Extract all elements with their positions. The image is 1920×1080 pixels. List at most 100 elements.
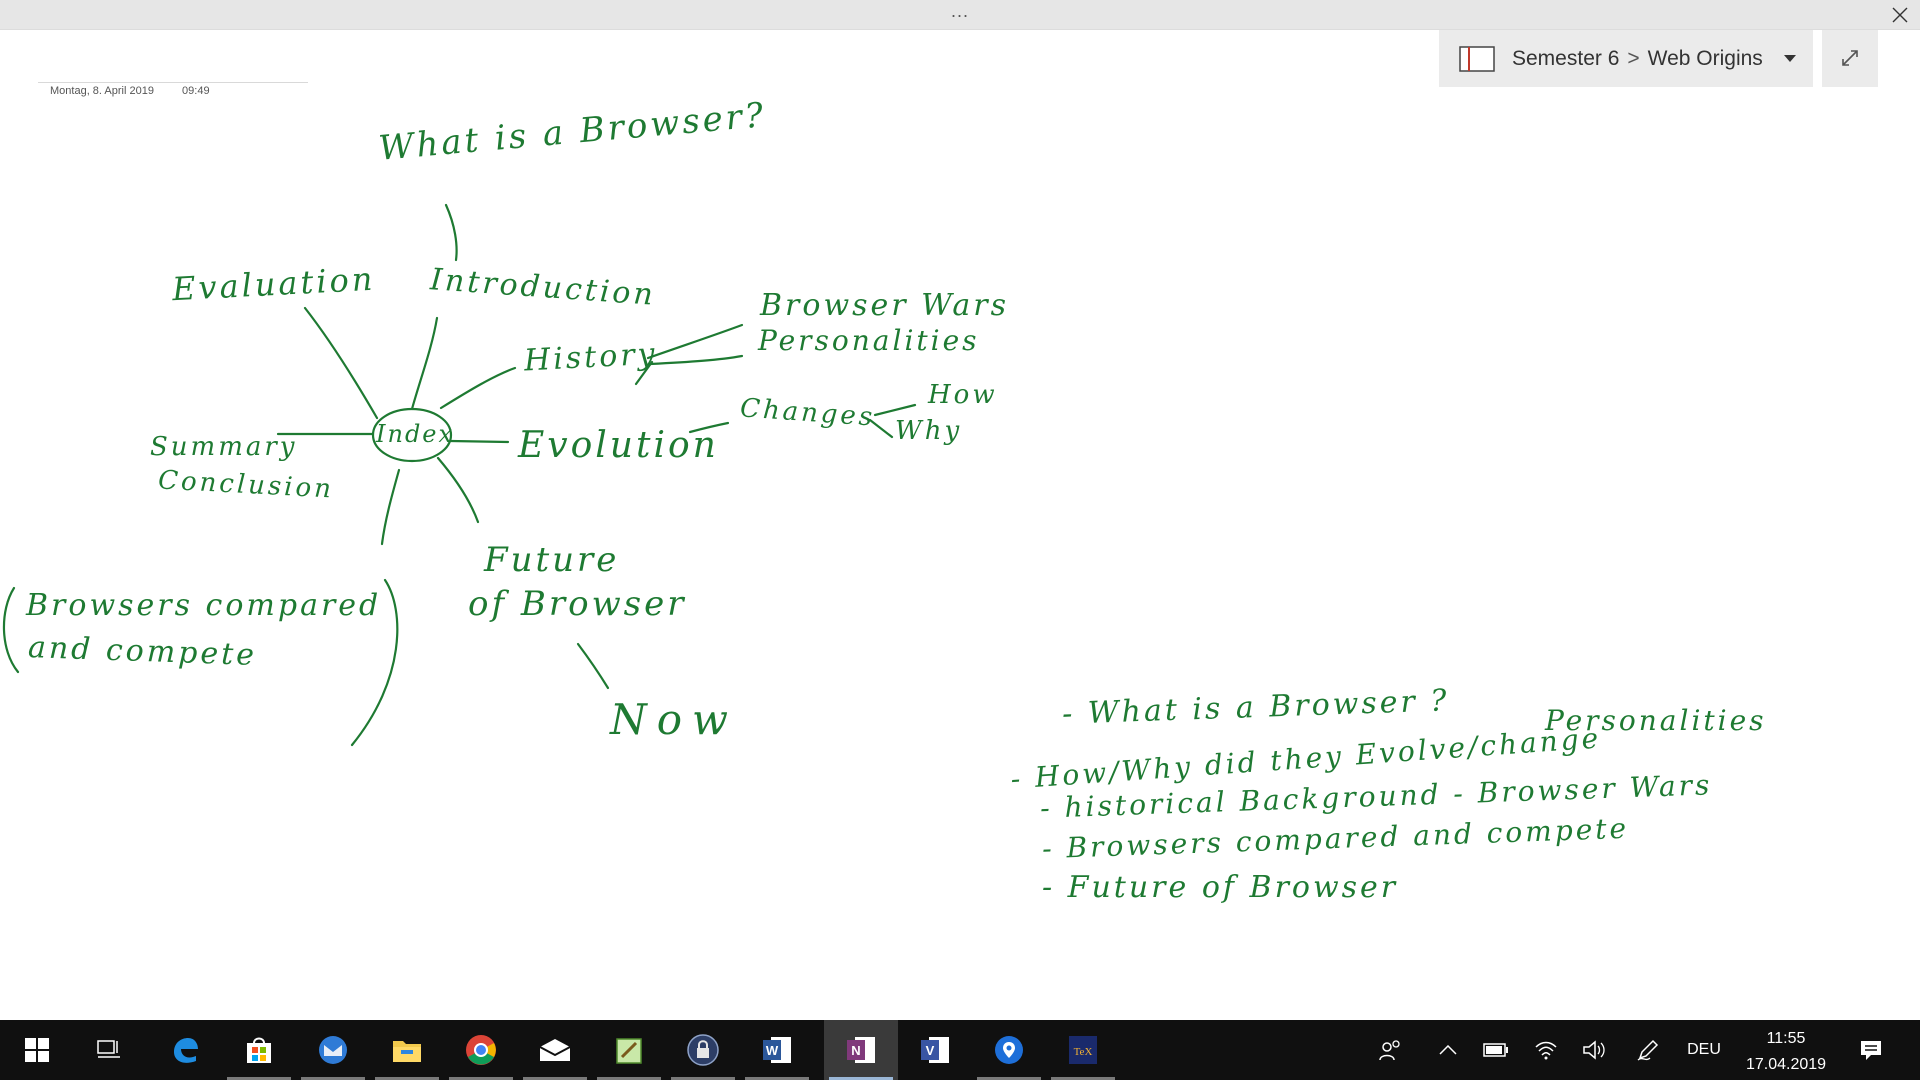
mail-icon xyxy=(539,1039,571,1061)
running-indicator xyxy=(745,1077,809,1080)
ink-list-personalities: Personalities xyxy=(1545,704,1767,737)
ink-of-browser: of Browser xyxy=(468,584,687,624)
ink-canvas[interactable] xyxy=(0,0,1920,1020)
notebook-path: Semester 6 > Web Origins xyxy=(1512,47,1763,71)
ink-list-item-5: - Future of Browser xyxy=(1042,870,1399,905)
running-indicator xyxy=(301,1077,365,1080)
ink-why: Why xyxy=(895,416,963,446)
page-date-stamp: Montag, 8. April 2019 09:49 xyxy=(38,82,308,105)
ink-summary: Summary xyxy=(150,432,298,462)
taskbar-word[interactable]: W xyxy=(740,1020,814,1080)
task-view-icon xyxy=(97,1040,120,1058)
running-indicator xyxy=(977,1077,1041,1080)
taskbar-texstudio[interactable]: TeX xyxy=(1046,1020,1120,1080)
pen-icon xyxy=(1637,1039,1659,1061)
tray-people[interactable] xyxy=(1370,1020,1410,1080)
ink-evolution: Evolution xyxy=(518,425,719,466)
branch-future xyxy=(436,456,480,524)
taskbar-thunderbird[interactable] xyxy=(296,1020,370,1080)
taskbar-keepass[interactable] xyxy=(666,1020,740,1080)
windows-logo-icon xyxy=(25,1038,49,1062)
ink-how: How xyxy=(928,380,998,410)
ink-history: History xyxy=(523,336,659,379)
history-fork xyxy=(634,360,654,386)
tray-clock[interactable]: 11:55 17.04.2019 xyxy=(1728,1020,1844,1080)
history-wars-link xyxy=(646,323,744,360)
history-personalities-link xyxy=(648,354,744,366)
clock-date: 17.04.2019 xyxy=(1745,1056,1827,1073)
taskbar-maps[interactable] xyxy=(972,1020,1046,1080)
thunderbird-icon xyxy=(319,1036,347,1064)
task-view-button[interactable] xyxy=(72,1020,146,1080)
map-pin-icon xyxy=(995,1036,1023,1064)
ink-now: Now xyxy=(610,695,738,744)
running-indicator xyxy=(227,1077,291,1080)
page-date: Montag, 8. April 2019 xyxy=(50,85,154,97)
evolution-changes-link xyxy=(688,421,730,434)
texstudio-icon: TeX xyxy=(1069,1036,1097,1064)
running-indicator xyxy=(597,1077,661,1080)
svg-text:TeX: TeX xyxy=(1074,1046,1093,1058)
store-icon xyxy=(247,1037,271,1063)
tray-show-hidden[interactable] xyxy=(1430,1020,1466,1080)
section-name: Web Origins xyxy=(1647,46,1763,70)
future-now-link xyxy=(576,642,610,690)
compare-bracket-right xyxy=(350,578,399,747)
notepad-icon xyxy=(616,1038,642,1064)
running-indicator xyxy=(449,1077,513,1080)
taskbar-onenote[interactable]: N xyxy=(824,1020,898,1080)
branch-history xyxy=(439,366,517,410)
close-icon xyxy=(1892,7,1908,23)
wifi-icon xyxy=(1535,1041,1557,1060)
taskbar-visio[interactable]: V xyxy=(898,1020,972,1080)
expand-icon xyxy=(1842,50,1858,66)
taskbar: W N V TeX xyxy=(0,1020,1920,1080)
ink-personalities: Personalities xyxy=(758,324,980,357)
tray-action-center[interactable] xyxy=(1846,1020,1896,1080)
compare-bracket-left xyxy=(2,586,20,674)
taskbar-store[interactable] xyxy=(222,1020,296,1080)
visio-icon: V xyxy=(921,1037,949,1063)
chevron-down-icon[interactable] xyxy=(1783,54,1797,64)
notebook-section-selector[interactable]: Semester 6 > Web Origins xyxy=(1439,30,1813,87)
tray-network[interactable] xyxy=(1526,1020,1566,1080)
branch-introduction xyxy=(410,316,439,411)
taskbar-chrome[interactable] xyxy=(444,1020,518,1080)
branch-evaluation xyxy=(303,306,379,420)
start-button[interactable] xyxy=(0,1020,74,1080)
battery-icon xyxy=(1483,1043,1508,1057)
path-separator: > xyxy=(1627,46,1640,70)
taskbar-mail[interactable] xyxy=(518,1020,592,1080)
close-button[interactable] xyxy=(1880,0,1920,29)
changes-why-link xyxy=(868,418,894,439)
tray-battery[interactable] xyxy=(1476,1020,1516,1080)
tray-volume[interactable] xyxy=(1574,1020,1614,1080)
more-options-dots[interactable]: ... xyxy=(950,1,969,21)
tray-language[interactable]: DEU xyxy=(1687,1041,1721,1058)
expand-button[interactable] xyxy=(1822,30,1878,87)
intro-title-link xyxy=(444,203,458,262)
ink-compare-line1: Browsers compared xyxy=(26,588,382,623)
tray-pen-workspace[interactable] xyxy=(1628,1020,1668,1080)
speaker-icon xyxy=(1583,1040,1605,1060)
taskbar-file-explorer[interactable] xyxy=(370,1020,444,1080)
folder-icon xyxy=(393,1041,421,1062)
chrome-icon xyxy=(466,1035,496,1065)
chevron-up-icon xyxy=(1439,1045,1457,1055)
taskbar-edge[interactable] xyxy=(148,1020,222,1080)
branch-compare xyxy=(380,468,401,546)
taskbar-notepad[interactable] xyxy=(592,1020,666,1080)
running-indicator xyxy=(671,1077,735,1080)
svg-text:V: V xyxy=(926,1043,935,1058)
notebook-name: Semester 6 xyxy=(1512,46,1620,70)
ink-future: Future xyxy=(484,540,620,580)
edge-icon xyxy=(174,1038,198,1063)
running-indicator xyxy=(523,1077,587,1080)
page-time: 09:49 xyxy=(182,85,210,97)
word-icon: W xyxy=(763,1037,791,1063)
title-bar: ... xyxy=(0,0,1920,30)
ink-center-index: Index xyxy=(376,420,455,448)
active-indicator xyxy=(829,1077,893,1080)
svg-text:W: W xyxy=(766,1043,779,1058)
clock-time: 11:55 xyxy=(1766,1030,1806,1047)
